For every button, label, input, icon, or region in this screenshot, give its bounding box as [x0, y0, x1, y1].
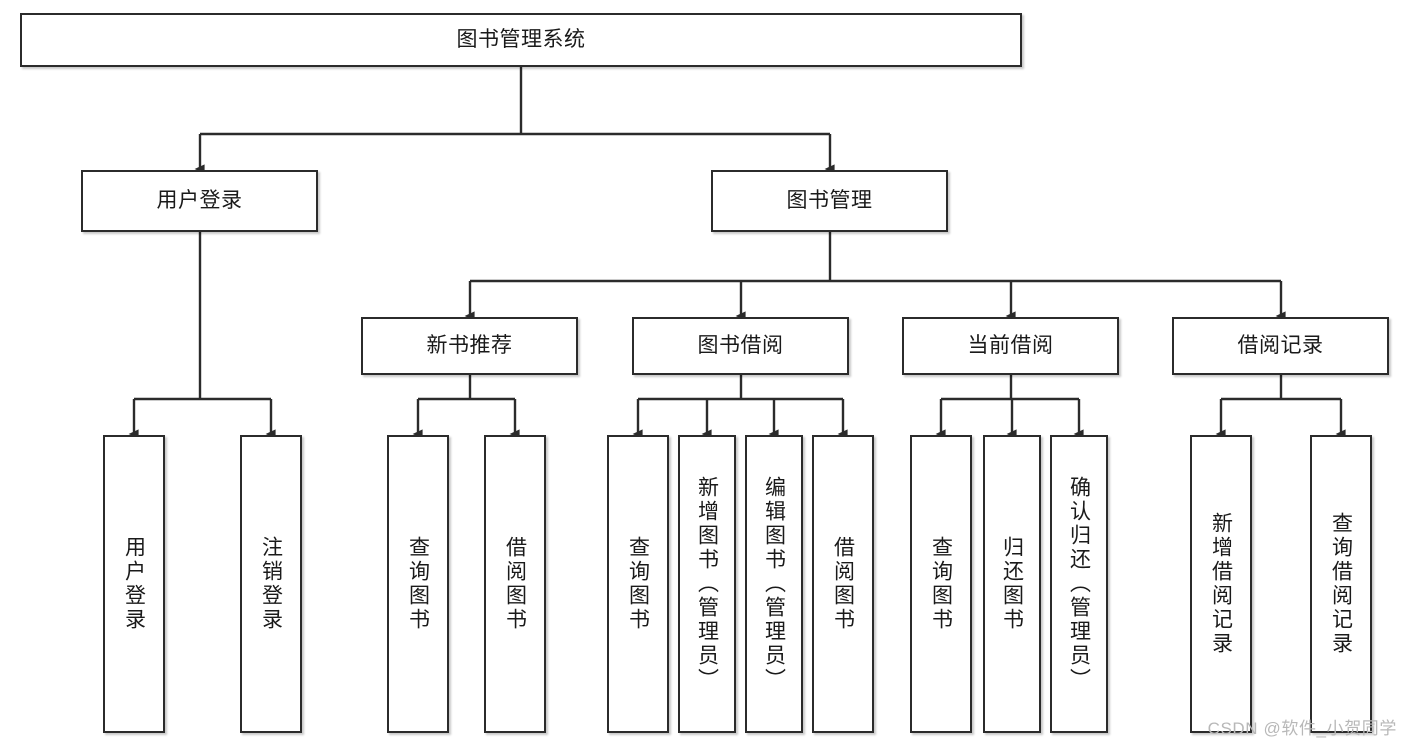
node-l3-current-borrow[interactable]: 当前借阅	[902, 317, 1119, 375]
node-leaf-edit-book[interactable]: 编辑图书（管理员）	[745, 435, 803, 733]
node-l2-user-login[interactable]: 用户登录	[81, 170, 318, 232]
node-l2-book-manage[interactable]: 图书管理	[711, 170, 948, 232]
node-leaf-user-login[interactable]: 用户登录	[103, 435, 165, 733]
node-leaf-add-record[interactable]: 新增借阅记录	[1190, 435, 1252, 733]
node-label: 用户登录	[122, 536, 146, 632]
node-leaf-add-book[interactable]: 新增图书（管理员）	[678, 435, 736, 733]
node-label: 查询图书	[626, 536, 650, 632]
node-leaf-query-book-3[interactable]: 查询图书	[910, 435, 972, 733]
node-leaf-logout[interactable]: 注销登录	[240, 435, 302, 733]
node-root[interactable]: 图书管理系统	[20, 13, 1022, 67]
node-leaf-query-book-2[interactable]: 查询图书	[607, 435, 669, 733]
node-label: 新书推荐	[426, 334, 513, 358]
node-label: 新增借阅记录	[1209, 512, 1233, 656]
node-label: 查询图书	[929, 536, 953, 632]
node-leaf-confirm-return[interactable]: 确认归还（管理员）	[1050, 435, 1108, 733]
node-l3-book-borrow[interactable]: 图书借阅	[632, 317, 849, 375]
node-label: 确认归还（管理员）	[1067, 476, 1091, 692]
node-label: 当前借阅	[967, 334, 1054, 358]
node-leaf-return-book[interactable]: 归还图书	[983, 435, 1041, 733]
csdn-watermark: CSDN @软件_小贺同学	[1207, 719, 1397, 738]
node-label: 图书管理	[786, 189, 873, 213]
node-leaf-borrow-book-2[interactable]: 借阅图书	[812, 435, 874, 733]
node-label: 借阅图书	[831, 536, 855, 632]
node-leaf-query-record[interactable]: 查询借阅记录	[1310, 435, 1372, 733]
node-label: 归还图书	[1000, 536, 1024, 632]
node-l3-new-book-rec[interactable]: 新书推荐	[361, 317, 578, 375]
node-l3-borrow-record[interactable]: 借阅记录	[1172, 317, 1389, 375]
node-label: 借阅记录	[1237, 334, 1324, 358]
node-leaf-query-book-1[interactable]: 查询图书	[387, 435, 449, 733]
node-label: 借阅图书	[503, 536, 527, 632]
node-label: 编辑图书（管理员）	[762, 476, 786, 692]
node-label: 用户登录	[156, 189, 243, 213]
node-label: 图书借阅	[697, 334, 784, 358]
node-label: 新增图书（管理员）	[695, 476, 719, 692]
node-label: 查询借阅记录	[1329, 512, 1353, 656]
node-label: 查询图书	[406, 536, 430, 632]
node-label: 注销登录	[259, 536, 283, 632]
node-leaf-borrow-book-1[interactable]: 借阅图书	[484, 435, 546, 733]
node-label: 图书管理系统	[456, 28, 586, 52]
